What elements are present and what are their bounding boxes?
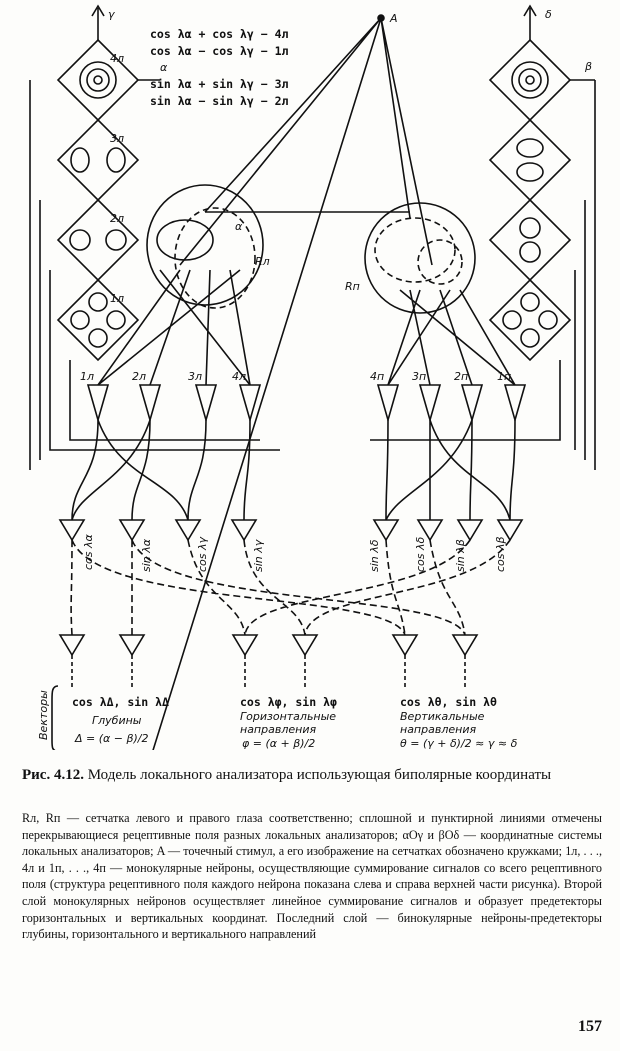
formula: sin λα + sin λγ − 3л [150,77,289,91]
second-layer-label: cos λα [82,533,95,570]
group-formula: φ = (α + β)/2 [242,737,315,750]
group-title: направления [240,723,316,736]
left-retina-label: Rл [255,255,270,268]
group-title: Вертикальные [400,710,485,723]
formula: α [160,61,168,74]
left-receptive-fields [56,4,160,362]
neuron-label: 2л [132,370,146,383]
third-layer [70,539,511,636]
beta-label: β [584,60,592,73]
formula: cos λα − cos λγ − 1л [150,44,289,58]
second-layer-label: sin λγ [252,539,265,572]
caption-title-text: Модель локального анализатора использующ… [87,767,552,783]
field-label: 2л [110,212,124,225]
vectors-label: Векторы [37,690,50,740]
second-layer [58,419,524,542]
second-layer-label: cos λβ [494,536,507,572]
group-title: Глубины [92,714,142,727]
formula: cos λα + cos λγ − 4л [150,27,289,41]
neuron-label: 1л [80,370,94,383]
second-layer-label: cos λγ [196,536,209,572]
neuron-label: 3л [188,370,202,383]
left-retina [146,184,264,309]
point-label: A [389,12,398,25]
figure-caption-title: Рис. 4.12. Модель локального анализатора… [22,766,602,784]
neuron-label: 1п [497,370,511,383]
second-layer-label: sin λα [140,538,153,572]
right-first-layer [370,80,596,470]
delta-label: δ [545,8,552,21]
third-layer-neurons [51,634,479,750]
neuron-label: 2п [454,370,468,383]
formula: sin λα − sin λγ − 2л [150,94,289,108]
group-vectors: cos λθ, sin λθ [400,695,497,709]
right-retina [364,202,476,314]
group-title: Горизонтальные [240,710,336,723]
figure-caption-body: Rл, Rп — сетчатка левого и правого глаза… [22,811,602,942]
neuron-label: 4л [232,370,246,383]
group-formula: Δ = (α − β)/2 [74,732,149,745]
group-vectors: cos λφ, sin λφ [240,695,337,709]
page-number: 157 [578,1018,602,1035]
left-first-layer [29,80,280,470]
alpha-label: α [235,220,243,233]
field-label: 1л [110,292,124,305]
gamma-label: γ [108,8,115,21]
neuron-label: 3п [412,370,426,383]
right-receptive-fields [488,4,595,362]
group-vectors: cos λΔ, sin λΔ [72,695,169,709]
figure-number: Рис. 4.12. [22,767,84,783]
field-label: 4л [110,52,124,65]
group-formula: θ = (γ + δ)/2 ≈ γ ≈ δ [400,737,518,750]
field-label: 3л [110,132,124,145]
group-title: направления [400,723,476,736]
right-retina-label: Rп [345,280,360,293]
second-layer-label: cos λδ [414,536,427,572]
neuron-label: 4п [370,370,384,383]
second-layer-label: sin λβ [454,539,467,572]
figure-diagram: A γ 4л 3л 2л 1л cos λα + cos λγ − 4л cos… [29,4,596,750]
second-layer-label: sin λδ [368,539,381,572]
